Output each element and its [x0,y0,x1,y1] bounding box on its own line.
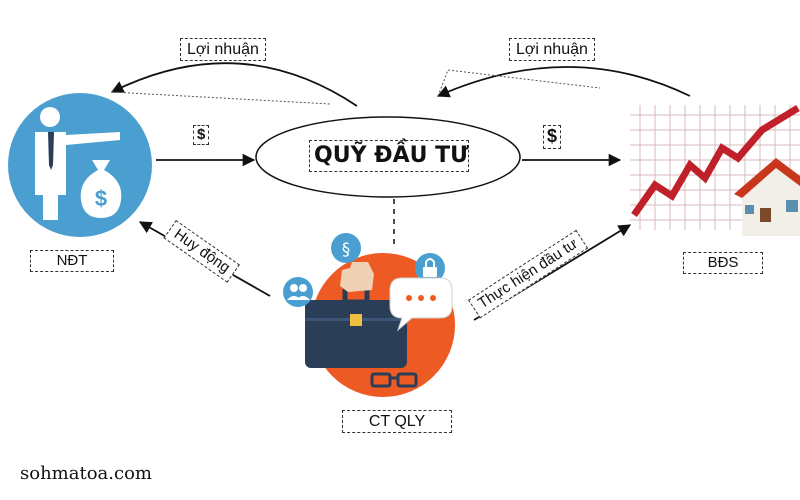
management-company-icon: § [283,233,455,397]
site-watermark: sohmatoa.com [20,463,152,484]
management-company-label: CT QLY [342,410,452,434]
profit-to-investor-label: Lợi nhuận [180,38,266,62]
svg-text:$: $ [95,186,107,211]
investor-to-fund-label: $ [193,125,210,145]
arrow-profit-to-fund [436,66,691,98]
real-estate-chart-icon [630,105,800,236]
investor-label: NĐT [30,250,114,272]
svg-text:§: § [342,240,351,260]
profit-investor-dotted-guide [111,91,331,105]
fund-label: QUỸ ĐẦU TƯ [309,140,469,173]
fund-to-real-estate-label: $ [543,125,562,149]
investor-icon: $ [8,93,152,237]
profit-fund-dotted-guide [437,69,601,97]
profit-to-fund-label: Lợi nhuận [509,38,595,62]
arrow-profit-to-investor [110,62,358,107]
real-estate-label: BĐS [683,252,763,274]
